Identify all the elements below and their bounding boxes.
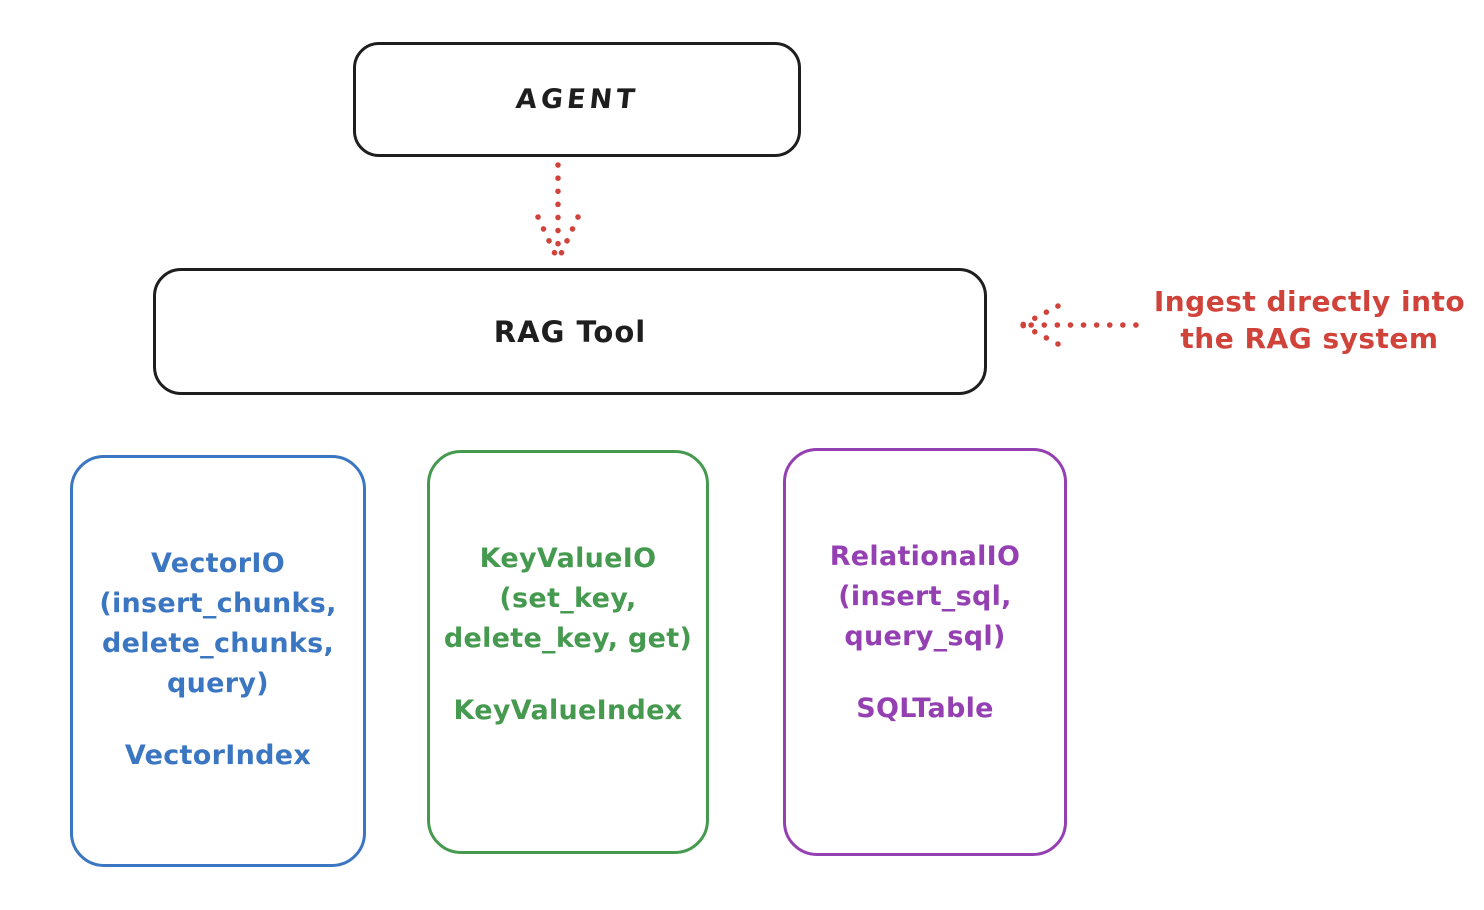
keyvalue-io-box: KeyValueIO (set_key, delete_key, get) Ke…: [427, 450, 709, 854]
rag-tool-node: RAG Tool: [153, 268, 987, 395]
ingest-annotation-line2: the RAG system: [1180, 322, 1439, 355]
relational-io-box: RelationalIO (insert_sql, query_sql) SQL…: [783, 448, 1067, 856]
store-line: (set_key,: [499, 583, 637, 614]
vector-io-box: VectorIO (insert_chunks, delete_chunks, …: [70, 455, 366, 867]
relational-io-text: RelationalIO (insert_sql, query_sql) SQL…: [786, 537, 1064, 729]
store-line: VectorIO: [151, 548, 285, 579]
dotted-arrow-left-icon: [1019, 303, 1139, 347]
dotted-arrow-down-icon: [535, 162, 581, 259]
store-line: (insert_chunks,: [99, 588, 337, 619]
store-line: delete_key, get): [443, 623, 693, 654]
keyvalue-io-text: KeyValueIO (set_key, delete_key, get) Ke…: [430, 539, 706, 731]
store-line: KeyValueIO: [479, 543, 657, 574]
store-line: RelationalIO: [829, 541, 1021, 572]
sql-table-label: SQLTable: [856, 693, 994, 724]
store-line: (insert_sql,: [838, 581, 1012, 612]
store-line: query_sql): [844, 621, 1006, 652]
ingest-annotation: Ingest directly into the RAG system: [1135, 283, 1484, 357]
store-line: delete_chunks,: [101, 628, 335, 659]
keyvalue-index-label: KeyValueIndex: [453, 695, 683, 726]
vector-io-text: VectorIO (insert_chunks, delete_chunks, …: [73, 544, 363, 776]
agent-node-label: AGENT: [514, 84, 640, 115]
rag-tool-node-label: RAG Tool: [493, 314, 647, 349]
agent-node: AGENT: [353, 42, 801, 157]
store-line: query): [167, 668, 269, 699]
vector-index-label: VectorIndex: [124, 740, 312, 771]
ingest-annotation-line1: Ingest directly into: [1153, 285, 1466, 318]
